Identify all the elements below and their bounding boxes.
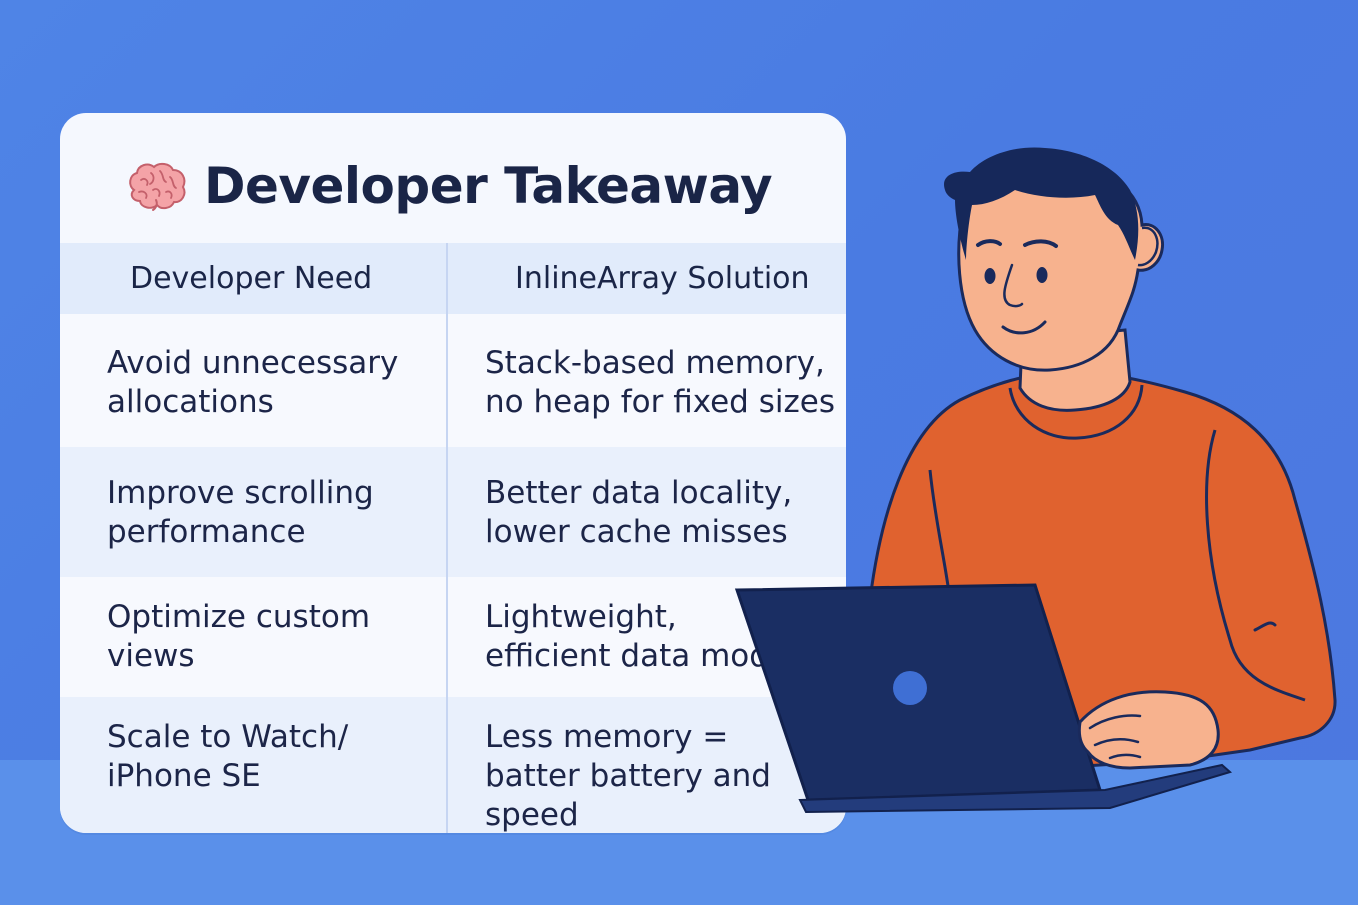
takeaway-card: Developer Takeaway Developer Need Inline… <box>60 113 846 833</box>
solution-cell: Lightweight, efficient data mode <box>485 599 789 674</box>
solution-cell: Less memory = batter battery and speed <box>485 719 771 833</box>
need-cell: Scale to Watch/ iPhone SE <box>107 719 349 794</box>
need-cell: Optimize custom views <box>107 599 371 674</box>
table-row: Improve scrolling performance Better dat… <box>60 447 846 577</box>
hand <box>1077 690 1220 770</box>
developer-illustration <box>734 147 1337 814</box>
need-cell: Improve scrolling performance <box>107 475 374 550</box>
brain-icon <box>129 162 186 211</box>
need-cell: Avoid unnecessary allocations <box>107 345 399 420</box>
table-row: Scale to Watch/ iPhone SE Less memory = … <box>60 697 846 833</box>
card-title: Developer Takeaway <box>204 157 773 215</box>
card-header: Developer Takeaway <box>126 151 773 221</box>
solution-cell: Stack-based memory, no heap for fixed si… <box>485 345 835 420</box>
table-row: Optimize custom views Lightweight, effic… <box>60 577 846 697</box>
table-header-row: Developer Need InlineArray Solution <box>60 243 846 314</box>
table-row: Avoid unnecessary allocations Stack-base… <box>60 314 846 447</box>
hair <box>944 147 1139 260</box>
solution-cell: Better data locality, lower cache misses <box>485 475 793 550</box>
column-header-solution: InlineArray Solution <box>515 261 810 296</box>
column-divider <box>446 243 448 833</box>
column-header-need: Developer Need <box>130 261 373 296</box>
